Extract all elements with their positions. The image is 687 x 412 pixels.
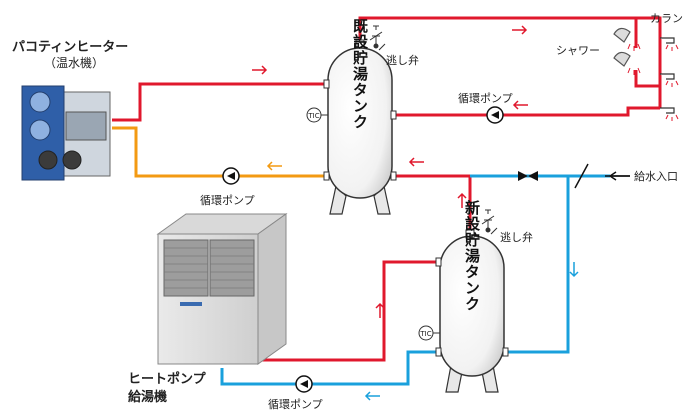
relief-valve-2 <box>481 209 498 235</box>
inlet-arrow <box>608 171 630 181</box>
relief-valve-label-2: 逃し弁 <box>500 231 533 244</box>
faucet-icon <box>660 37 675 114</box>
existing-tank <box>323 39 397 215</box>
pump-circulation-3 <box>295 375 313 393</box>
heater-name: パコティンヒーター <box>12 40 129 55</box>
tank-transfer-pipe <box>392 174 472 236</box>
tic-sensor-1: TIC <box>306 107 328 123</box>
pump-circulation-2 <box>486 106 504 124</box>
relief-valve-1 <box>369 25 386 51</box>
heater-return-pipe <box>112 126 328 178</box>
hp-cold-pipe <box>220 350 440 386</box>
cold-down-pipe <box>508 176 570 354</box>
pump-label-1: 循環ポンプ <box>200 194 255 207</box>
hot-return-loop <box>394 106 660 117</box>
heater-subtitle: （温水機） <box>44 56 105 70</box>
faucet-label: カラン <box>650 12 683 25</box>
pump-label-3: 循環ポンプ <box>268 398 323 411</box>
heater-hot-pipe <box>112 82 328 122</box>
gate-valve <box>518 171 538 181</box>
inlet-slash <box>574 163 589 189</box>
shower-head-icon <box>613 27 631 67</box>
hot-pipe-shower-branch-2 <box>634 70 660 88</box>
tic-label-1: TIC <box>307 112 319 120</box>
hp-hot-pipe <box>228 260 440 362</box>
flow-arrow-cold <box>364 262 579 401</box>
flow-arrow-warm <box>266 161 282 171</box>
pump-circulation-1 <box>222 167 240 185</box>
tic-sensor-2: TIC <box>418 325 440 341</box>
relief-valve-label-1: 逃し弁 <box>386 54 419 67</box>
heater-unit <box>21 85 111 181</box>
water-inlet-label: 給水入口 <box>634 170 678 183</box>
new-tank <box>435 229 509 393</box>
water-drop-icons <box>627 43 679 121</box>
heatpump-name-1: ヒートポンプ <box>128 372 206 387</box>
hot-pipe-top <box>358 16 662 44</box>
heatpump-name-2: 給湯機 <box>128 390 168 405</box>
existing-tank-label: 既設貯湯タンク <box>351 18 369 130</box>
shower-label: シャワー <box>556 44 600 57</box>
heatpump-unit <box>156 213 288 365</box>
pump-label-2: 循環ポンプ <box>458 92 513 105</box>
new-tank-label: 新設貯湯タンク <box>463 199 481 312</box>
tic-label-2: TIC <box>419 330 431 338</box>
